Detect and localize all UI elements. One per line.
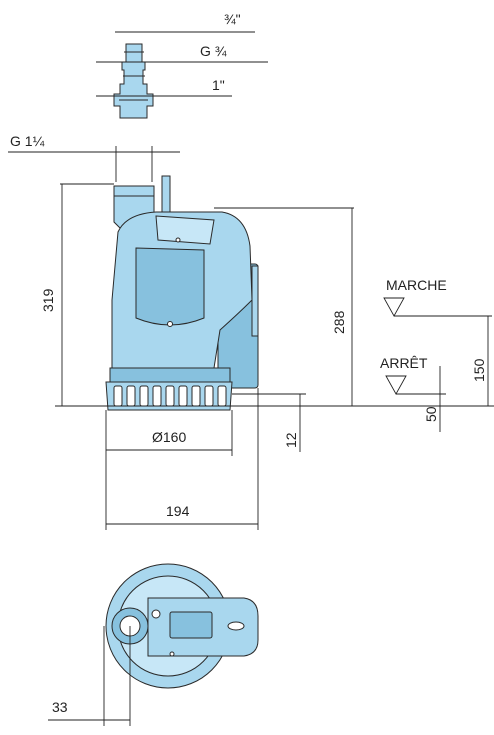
hose-fitting xyxy=(113,43,154,119)
pump-top-view xyxy=(105,563,259,689)
overall-width-label: 194 xyxy=(166,503,190,519)
switch-on-label: MARCHE xyxy=(386,277,447,293)
fitting-mid-label: G ¾ xyxy=(200,43,227,59)
base-clearance-dimension xyxy=(232,393,306,452)
fitting-top-label: ¾" xyxy=(224,11,241,27)
switch-on-marker xyxy=(383,297,492,406)
switch-off-label: ARRÊT xyxy=(380,355,428,371)
switch-off-level-label: 50 xyxy=(423,406,439,422)
switch-on-level-label: 150 xyxy=(471,358,487,382)
total-height-dimension xyxy=(60,183,114,406)
fitting-dimension-lines xyxy=(96,31,268,97)
outlet-offset-label: 33 xyxy=(52,699,68,715)
outlet-thread-dimension xyxy=(8,146,180,182)
outlet-thread-label: G 1¼ xyxy=(10,133,45,149)
fitting-bottom-label: 1" xyxy=(212,77,225,93)
handle-height-dimension xyxy=(214,207,354,406)
overall-width-dimension xyxy=(106,388,259,530)
base-clearance-label: 12 xyxy=(283,432,299,448)
pump-side-view xyxy=(105,175,259,411)
handle-height-label: 288 xyxy=(331,310,347,334)
base-diameter-dimension xyxy=(105,410,233,530)
outlet-offset-dimension xyxy=(48,626,131,726)
total-height-label: 319 xyxy=(40,288,56,312)
base-diameter-label: Ø160 xyxy=(152,429,186,445)
switch-off-marker xyxy=(385,366,446,432)
